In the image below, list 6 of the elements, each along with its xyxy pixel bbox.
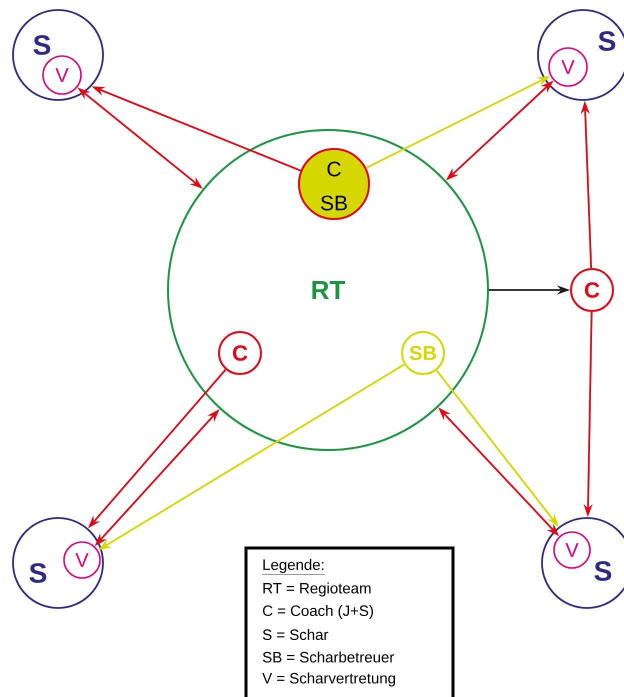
legend-entry: C = Coach (J+S) <box>262 605 373 619</box>
legend-entry: V = Scharvertretung <box>262 672 396 686</box>
legend-entry: SB = Scharbetreuer <box>262 652 394 662</box>
legend-entry: S = Schar <box>262 629 328 640</box>
legend-entry: RT = Regioteam <box>263 582 371 596</box>
legend-title: Legende: <box>262 559 325 575</box>
